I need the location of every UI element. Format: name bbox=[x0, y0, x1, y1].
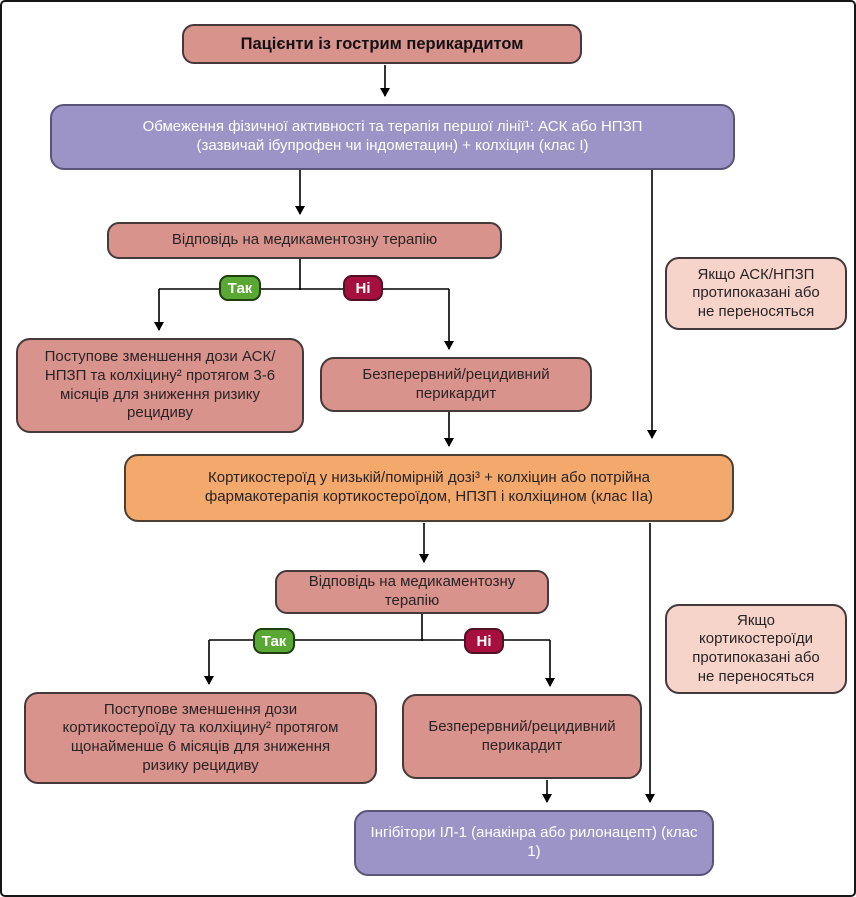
node-il1-inhibitors: Інгібітори ІЛ-1 (анакінра або рилонацепт… bbox=[354, 810, 714, 876]
node-recurrent-pericarditis-1: Безперервний/рецидивний перикардит bbox=[320, 357, 592, 412]
no-badge-1: Ні bbox=[343, 275, 383, 301]
label-bypass-corticosteroid-contraindicated: Якщо кортикостероїди протипоказані або н… bbox=[665, 604, 847, 694]
node-recurrent-pericarditis-2: Безперервний/рецидивний перикардит bbox=[402, 694, 642, 779]
no-badge-2: Ні bbox=[464, 628, 504, 654]
node-response-2: Відповідь на медикаментозну терапію bbox=[275, 570, 549, 614]
node-taper-asa-nsaid: Поступове зменшення дози АСК/НПЗП та кол… bbox=[16, 338, 304, 433]
node-patients-acute-pericarditis: Пацієнти із гострим перикардитом bbox=[182, 24, 582, 64]
node-corticosteroid-therapy: Кортикостероїд у низькій/помірній дозі³ … bbox=[124, 454, 734, 522]
node-first-line-therapy: Обмеження фізичної активності та терапія… bbox=[50, 104, 735, 170]
node-taper-corticosteroid: Поступове зменшення дози кортикостероїду… bbox=[24, 692, 377, 784]
yes-badge-2: Так bbox=[253, 628, 295, 654]
label-bypass-asa-nsaid-contraindicated: Якщо АСК/НПЗП протипоказані або не перен… bbox=[665, 257, 847, 330]
node-response-1: Відповідь на медикаментозну терапію bbox=[107, 222, 502, 259]
yes-badge-1: Так bbox=[219, 275, 261, 301]
